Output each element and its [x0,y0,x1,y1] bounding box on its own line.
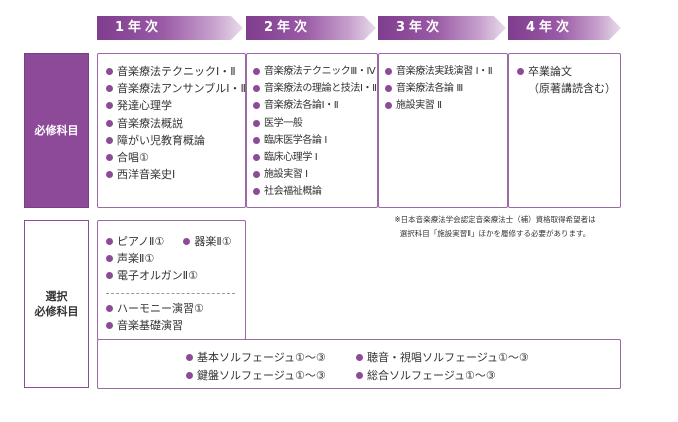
list-item: 発達心理学 [106,97,245,114]
certification-note-line2: 選択科目「施設実習Ⅱ」ほかを履修する必要があります。 [399,229,591,238]
list-item: 音楽療法概説 [106,115,245,132]
list-item: 聴音・視唱ソルフェージュ①～③ [356,349,546,366]
list-item: 施設実習 Ⅰ [253,166,377,183]
elective-label-line1: 選択 [45,290,68,303]
list-item: 音楽療法の理論と技法Ⅰ・Ⅱ [253,80,377,97]
certification-note-line1: ※日本音楽療法学会認定音楽療法士（補）資格取得希望者は [394,215,596,224]
list-item: 施設実習 Ⅱ [385,97,507,114]
elective-year1-box: ピアノⅡ① 器楽Ⅱ① 声楽Ⅱ① 電子オルガンⅡ① ハーモニー演習① 音楽基礎演習 [97,220,246,340]
list-item: 臨床医学各論 Ⅰ [253,132,377,149]
list-item: 基本ソルフェージュ①～③ [186,349,356,366]
list-item: ピアノⅡ① [106,233,164,250]
list-item: ハーモニー演習① [106,300,245,317]
list-item: 音楽療法テクニックⅢ・Ⅳ [253,63,377,80]
elective-label: 選択 必修科目 [24,220,89,388]
list-item: 医学一般 [253,115,377,132]
list-item: 障がい児教育概論 [106,132,245,149]
required-year4-box: 卒業論文 （原著講読含む） [508,53,621,208]
elective-label-line2: 必修科目 [34,305,79,318]
year-header-3: 3年次 [378,16,506,40]
required-year3-box: 音楽療法実践演習 Ⅰ・Ⅱ 音楽療法各論 Ⅲ 施設実習 Ⅱ [378,53,508,208]
list-item: 社会福祉概論 [253,183,377,200]
certification-note: ※日本音楽療法学会認定音楽療法士（補）資格取得希望者は 選択科目「施設実習Ⅱ」ほ… [370,213,620,241]
list-item: 電子オルガンⅡ① [106,267,245,284]
list-item: 器楽Ⅱ① [183,233,232,250]
divider [106,292,235,294]
elective-year1-row1: ピアノⅡ① 器楽Ⅱ① [106,230,245,250]
list-item: 鍵盤ソルフェージュ①～③ [186,367,356,384]
required-year2-list: 音楽療法テクニックⅢ・Ⅳ 音楽療法の理論と技法Ⅰ・Ⅱ 音楽療法各論Ⅰ・Ⅱ 医学一… [253,63,377,201]
required-year1-list: 音楽療法テクニックⅠ・Ⅱ 音楽療法アンサンブルⅠ・Ⅱ 発達心理学 音楽療法概説 … [106,63,246,183]
list-item: 音楽療法テクニックⅠ・Ⅱ [106,63,245,80]
list-item: 音楽療法アンサンブルⅠ・Ⅱ [106,80,246,97]
list-item: 卒業論文 [517,63,620,80]
solfege-box: 基本ソルフェージュ①～③ 聴音・視唱ソルフェージュ①～③ 鍵盤ソルフェージュ①～… [97,339,621,389]
year-header-4: 4年次 [508,16,621,40]
list-item: 音楽基礎演習 [106,317,245,334]
required-year4-subnote: （原著講読含む） [528,82,616,96]
year-header-1: 1年次 [97,16,243,40]
solfege-list: 基本ソルフェージュ①～③ 聴音・視唱ソルフェージュ①～③ 鍵盤ソルフェージュ①～… [186,349,620,384]
elective-year1-list2: ハーモニー演習① 音楽基礎演習 [106,300,245,334]
year-header-2: 2年次 [246,16,376,40]
required-year1-box: 音楽療法テクニックⅠ・Ⅱ 音楽療法アンサンブルⅠ・Ⅱ 発達心理学 音楽療法概説 … [97,53,246,208]
required-year2-box: 音楽療法テクニックⅢ・Ⅳ 音楽療法の理論と技法Ⅰ・Ⅱ 音楽療法各論Ⅰ・Ⅱ 医学一… [246,53,378,208]
list-item: 西洋音楽史Ⅰ [106,166,245,183]
list-item: 音楽療法各論Ⅰ・Ⅱ [253,97,377,114]
required-year3-list: 音楽療法実践演習 Ⅰ・Ⅱ 音楽療法各論 Ⅲ 施設実習 Ⅱ [385,63,507,115]
required-year4-list: 卒業論文 [517,63,620,80]
required-label: 必修科目 [24,53,89,208]
list-item: 総合ソルフェージュ①～③ [356,367,546,384]
list-item: 音楽療法各論 Ⅲ [385,80,507,97]
elective-year1-list1: 声楽Ⅱ① 電子オルガンⅡ① [106,250,245,284]
list-item: 音楽療法実践演習 Ⅰ・Ⅱ [385,63,507,80]
list-item: 臨床心理学 Ⅰ [253,149,377,166]
list-item: 合唱① [106,149,245,166]
list-item: 声楽Ⅱ① [106,250,245,267]
